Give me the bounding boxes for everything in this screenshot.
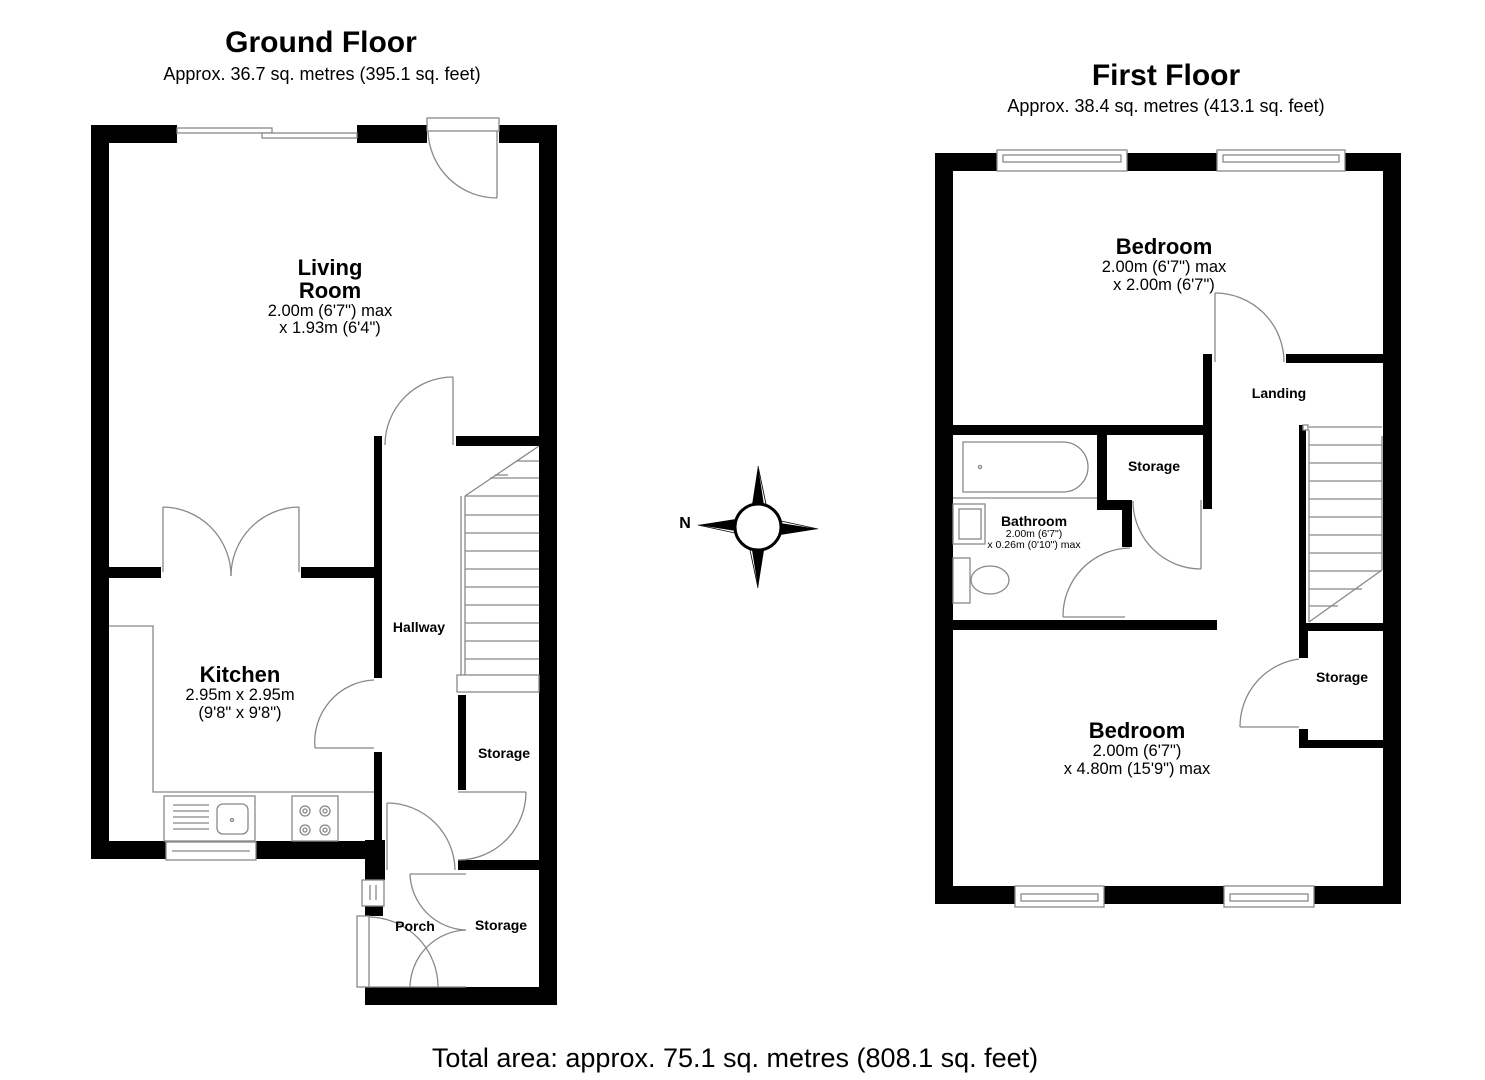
room-dimensions: 2.00m (6'7") max: [267, 302, 393, 320]
room-porch: Porch: [395, 918, 435, 934]
first-floor-title: First Floor: [1091, 59, 1241, 92]
first-floor-area: Approx. 38.4 sq. metres (413.1 sq. feet): [1007, 96, 1325, 116]
first-floor-walls: [935, 153, 1401, 904]
ground-floor-plan: [91, 117, 557, 1005]
first-floor-plan: [935, 149, 1401, 908]
first-floor-fixtures: [952, 149, 1383, 908]
room-storage: Storage: [1315, 669, 1369, 685]
room-name: Bathroom: [1000, 513, 1068, 529]
room-dimensions: x 1.93m (6'4"): [279, 319, 381, 337]
room-name: Living: [297, 255, 363, 280]
room-name: Kitchen: [199, 662, 281, 687]
room-dimensions: x 2.00m (6'7"): [1113, 276, 1215, 294]
ground-floor-walls: [91, 125, 557, 1005]
room-landing: Landing: [1251, 385, 1307, 401]
room-storage: Storage: [474, 917, 528, 933]
room-dimensions: x 0.26m (0'10") max: [987, 539, 1081, 551]
room-dimensions: 2.95m x 2.95m: [185, 686, 295, 704]
room-hallway: Hallway: [392, 619, 446, 635]
room-storage: Storage: [477, 745, 531, 761]
compass-north-label: N: [679, 515, 691, 532]
room-storage: Storage: [1127, 458, 1181, 474]
ground-floor-fixtures: [109, 117, 540, 988]
total-area: Total area: approx. 75.1 sq. metres (808…: [431, 1043, 1039, 1073]
room-name: Room: [298, 278, 362, 303]
compass-rose-icon: [697, 465, 819, 589]
room-dimensions: 2.00m (6'7"): [1092, 742, 1182, 760]
room-dimensions: 2.00m (6'7"): [1005, 528, 1063, 540]
room-dimensions: (9'8" x 9'8"): [198, 704, 282, 722]
room-name: Bedroom: [1088, 718, 1186, 743]
room-name: Bedroom: [1115, 234, 1213, 259]
room-dimensions: x 4.80m (15'9") max: [1063, 760, 1211, 778]
room-dimensions: 2.00m (6'7") max: [1101, 258, 1227, 276]
ground-floor-area: Approx. 36.7 sq. metres (395.1 sq. feet): [163, 64, 481, 84]
ground-floor-title: Ground Floor: [225, 26, 417, 59]
